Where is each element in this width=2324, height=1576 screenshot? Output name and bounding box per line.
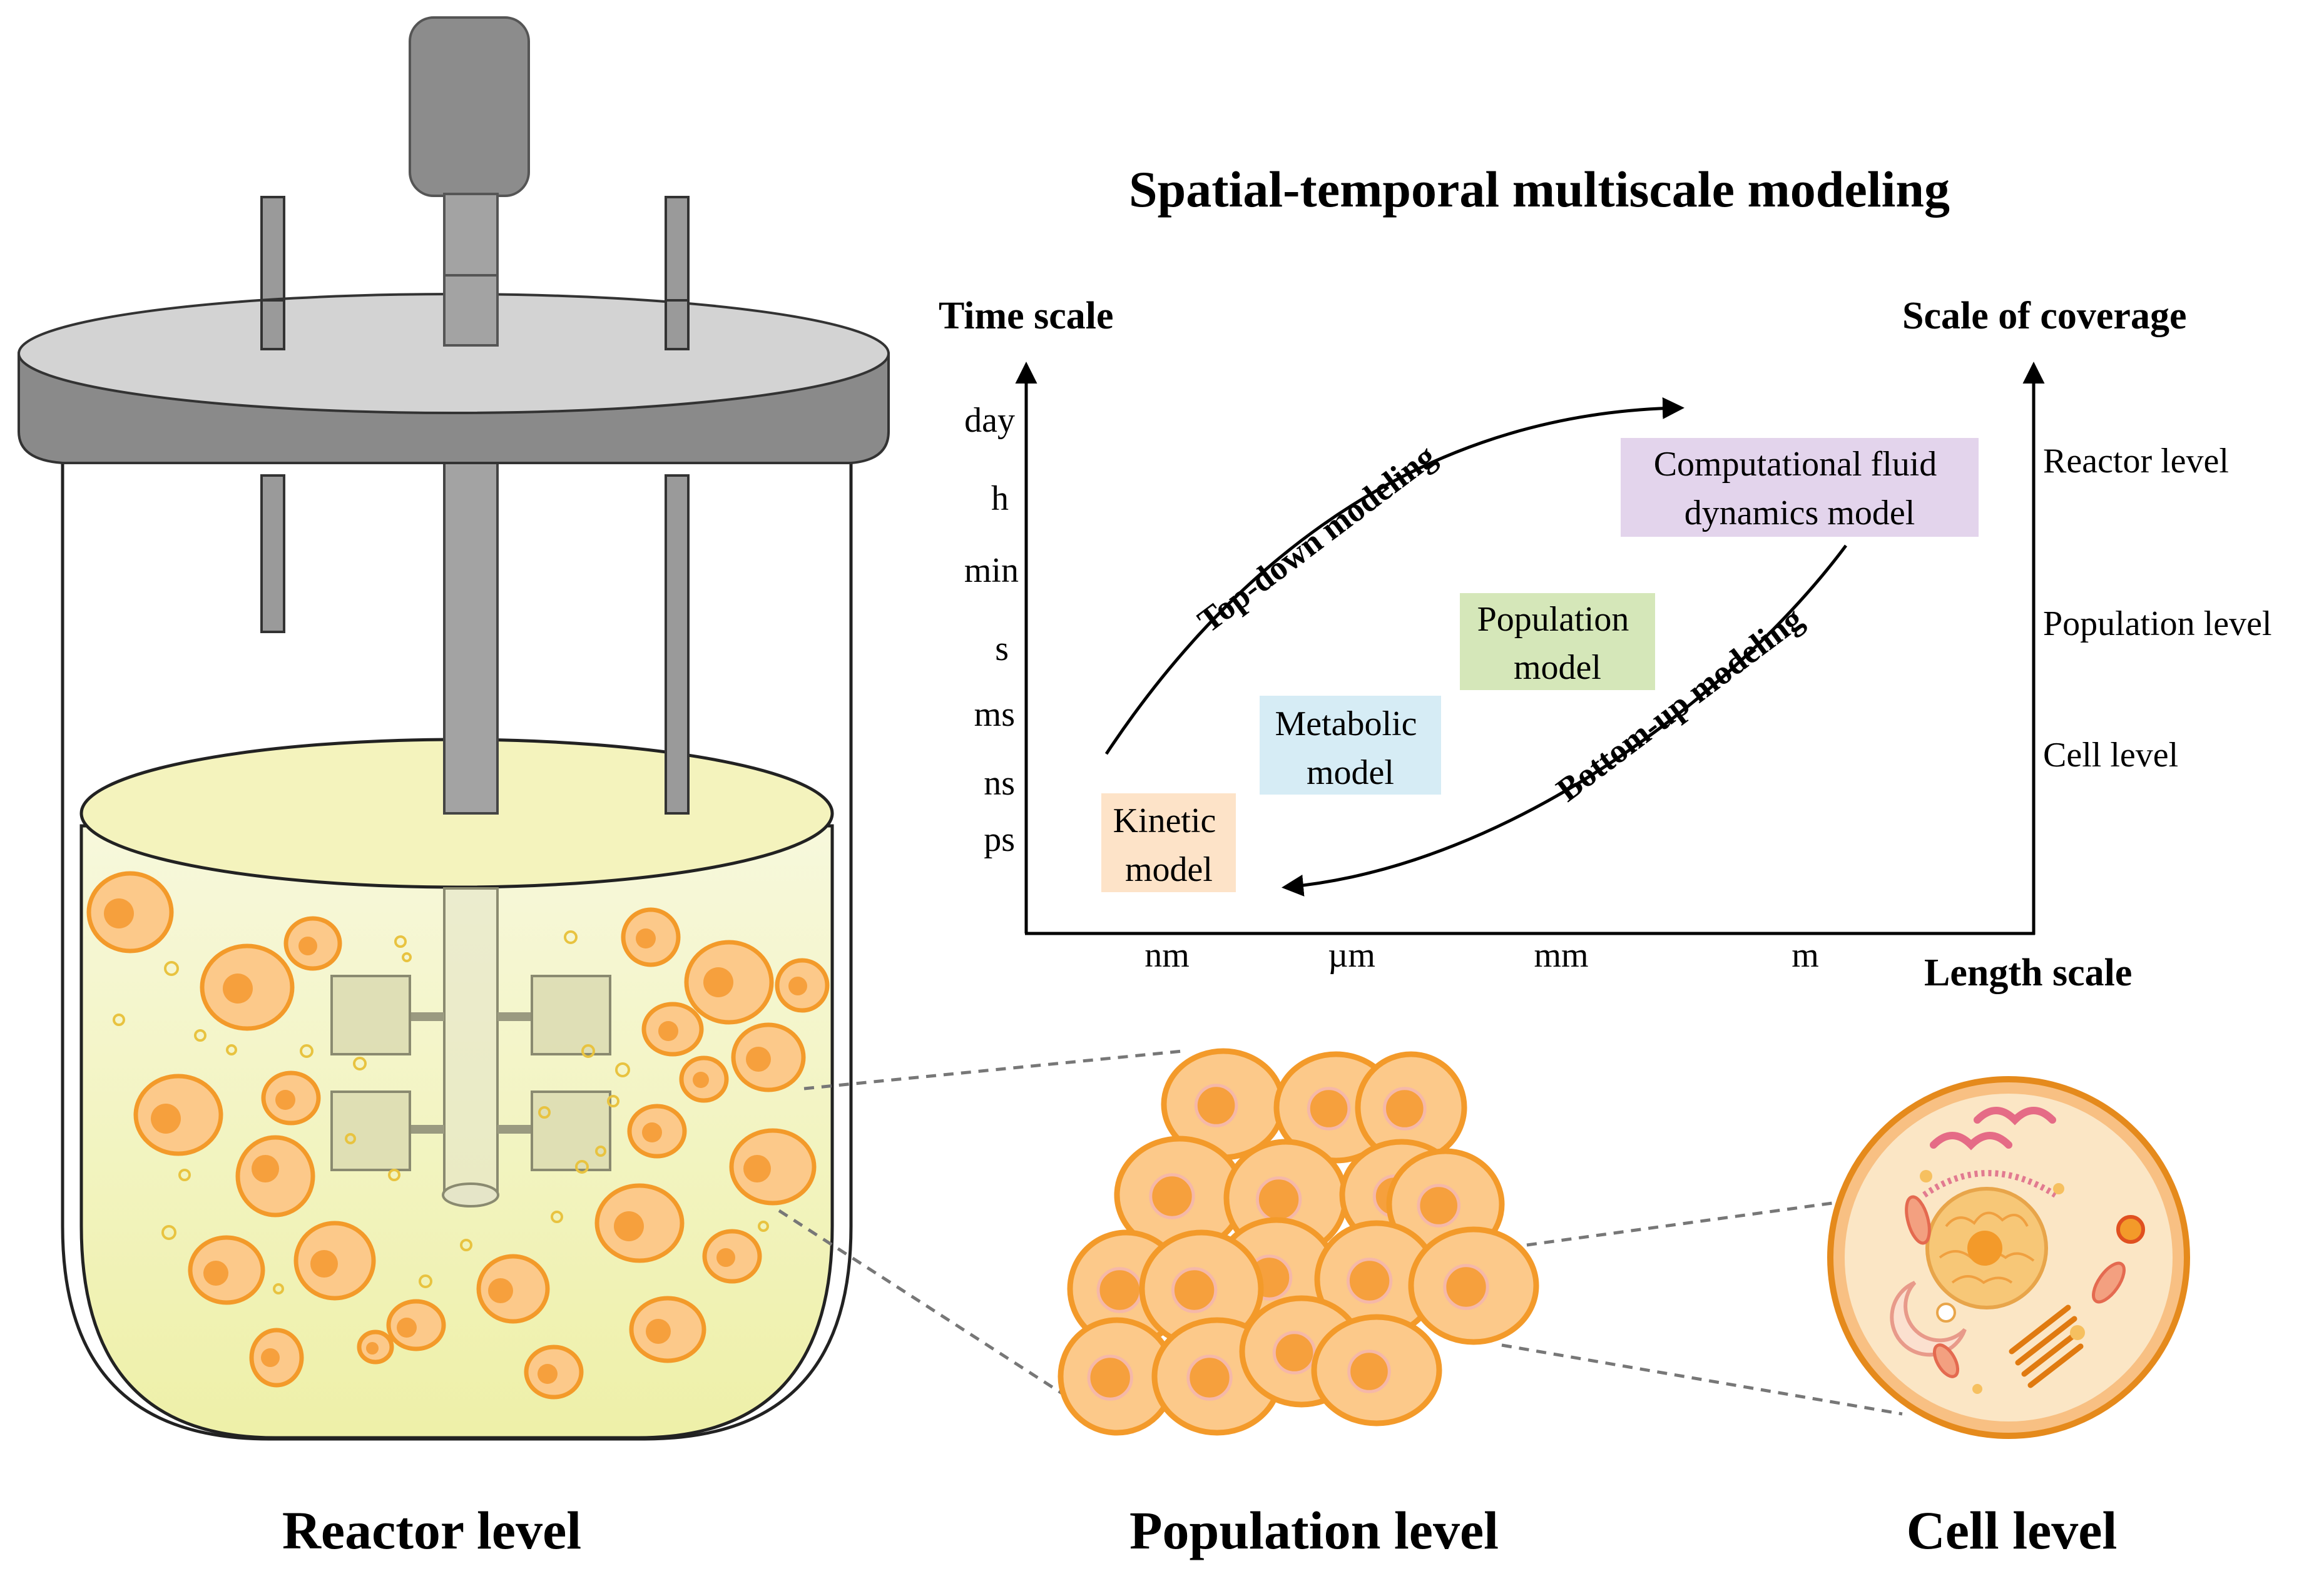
impeller-blade [330,1090,411,1171]
golgi-stack-icon [2009,1304,2084,1388]
cfd-model-label: Computational fluid dynamics model [1654,445,1946,532]
time-tick-labels: day h min s ms ns ps [964,401,1019,859]
golgi-apparatus-icon [1930,1107,2056,1151]
population-cell-nucleus [1186,1355,1233,1401]
reactor-level-caption: Reactor level [282,1500,581,1560]
cell-level-caption: Cell level [1907,1500,2118,1560]
metabolic-model-label: Metabolic model [1275,704,1425,792]
population-cell-nucleus [1171,1267,1218,1313]
population-cell-nucleus [1194,1084,1238,1127]
length-tick: m [1791,936,1819,975]
top-down-arrow [1104,397,1684,755]
vesicle-icon [2053,1183,2064,1194]
length-tick: µm [1328,936,1375,975]
single-cell-illustration [1827,1076,2190,1439]
population-cell-nucleus [1383,1087,1427,1131]
vesicle-icon [1920,1170,1932,1182]
kinetic-model-box [1101,793,1236,892]
captions: Reactor level Population level Cell leve… [282,1500,2118,1560]
cell-population-cluster [1058,1048,1539,1436]
stirrer-shaft-submerged [443,887,499,1196]
population-cell-nucleus [1443,1264,1489,1310]
stirrer-shaft [443,437,499,815]
length-axis-title: Length scale [1924,952,2132,994]
gas-bubbles [113,930,769,1294]
length-tick: mm [1534,936,1588,975]
time-tick: day [964,401,1015,440]
time-tick: s [995,629,1009,668]
coverage-axis-title: Scale of coverage [1902,295,2186,337]
population-model-label: Population model [1477,600,1638,687]
mitochondrion-icon [1932,1343,1960,1378]
time-tick: ns [984,764,1015,803]
population-cell-nucleus [1149,1173,1195,1219]
probe-left-lower [260,474,285,633]
population-cell-nucleus [1087,1355,1133,1401]
reactor-cell-nuclei [104,898,807,1384]
metabolic-model-box [1260,696,1441,795]
motor-housing [409,16,530,197]
length-tick: nm [1144,936,1190,975]
endoplasmic-reticulum-icon [1922,1170,2057,1198]
population-cell-nucleus [1272,1331,1317,1375]
time-axis-title: Time scale [939,295,1114,337]
vacuole-icon [1890,1281,1967,1357]
population-model-box [1460,593,1655,690]
bioreactor-illustration [18,16,890,1441]
coverage-tick: Population level [2043,604,2272,643]
coverage-tick: Cell level [2043,736,2178,775]
nucleolus [1967,1231,2002,1266]
population-cell-nucleus [1417,1184,1460,1228]
vesicle-icon [2070,1325,2085,1340]
coverage-tick: Reactor level [2043,442,2229,480]
chart-title: Spatial-temporal multiscale modeling [1129,161,1950,218]
vesicle-icon [1972,1384,1982,1394]
impeller-blade [531,975,611,1055]
vesicle-icon [1936,1303,1956,1323]
probe-right-lower [665,474,690,815]
multiscale-chart: Spatial-temporal multiscale modeling Tim… [939,161,2272,994]
mitochondrion-icon [2092,1261,2126,1304]
time-tick: min [964,551,1019,590]
time-tick: ps [984,820,1015,859]
population-cell-nucleus [1307,1087,1351,1131]
shaft-tip [442,1182,499,1207]
bottom-up-arrow [1282,544,1848,897]
mitochondrion-icon [1905,1195,1931,1245]
population-cell-nucleus [1347,1350,1391,1393]
kinetic-model-label: Kinetic model [1113,801,1225,889]
population-cell-nucleus [1346,1258,1393,1304]
top-down-label: Top-down modeling [1191,437,1442,640]
population-level-caption: Population level [1129,1500,1499,1560]
zoom-connectors [778,1049,1903,1416]
population-cell-nucleus [1096,1267,1143,1313]
time-tick: h [991,479,1009,518]
cell [729,1128,817,1206]
population-cell-nucleus [1255,1176,1302,1223]
vesicle-icon [2116,1215,2145,1244]
cfd-model-box [1621,438,1979,537]
cell [476,1254,550,1324]
coverage-tick-labels: Reactor level Population level Cell leve… [2043,442,2272,775]
impeller-blade [531,1090,611,1171]
impeller-blade [330,975,411,1055]
time-tick: ms [974,695,1015,734]
length-tick-labels: nm µm mm m [1144,936,1819,975]
